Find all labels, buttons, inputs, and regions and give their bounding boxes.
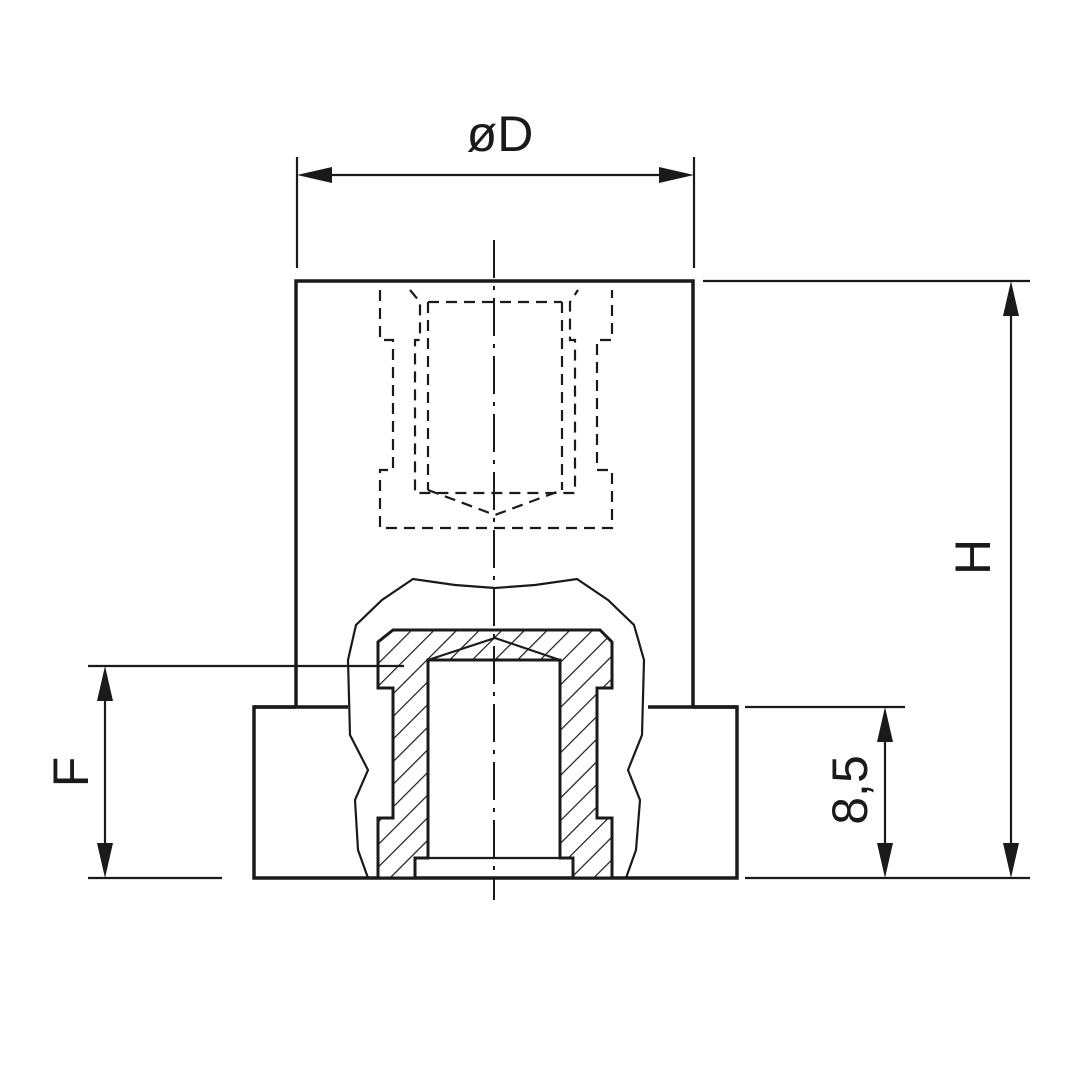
- upper-insert-hidden-outer: [378, 290, 614, 530]
- dim-base-arrow-top: [877, 707, 893, 742]
- upper-insert-hidden-bore: [426, 300, 564, 517]
- dim-d-arrow-right: [659, 167, 694, 183]
- dim-f-arrow-bottom: [97, 843, 113, 878]
- lower-insert-bore: [426, 658, 562, 860]
- base-flange-outline: [252, 705, 739, 880]
- dim-h-arrow-bottom: [1003, 843, 1019, 878]
- dim-base-label: 8,5: [822, 755, 878, 825]
- dim-d-label: øD: [467, 106, 534, 162]
- dim-d-arrow-left: [297, 167, 332, 183]
- body-outline: [294, 279, 695, 707]
- dim-base-arrow-bottom: [877, 843, 893, 878]
- dim-f-arrow-top: [97, 666, 113, 701]
- dim-f-label: F: [43, 757, 99, 788]
- dim-h-label: H: [945, 539, 1001, 575]
- dim-h-arrow-top: [1003, 281, 1019, 316]
